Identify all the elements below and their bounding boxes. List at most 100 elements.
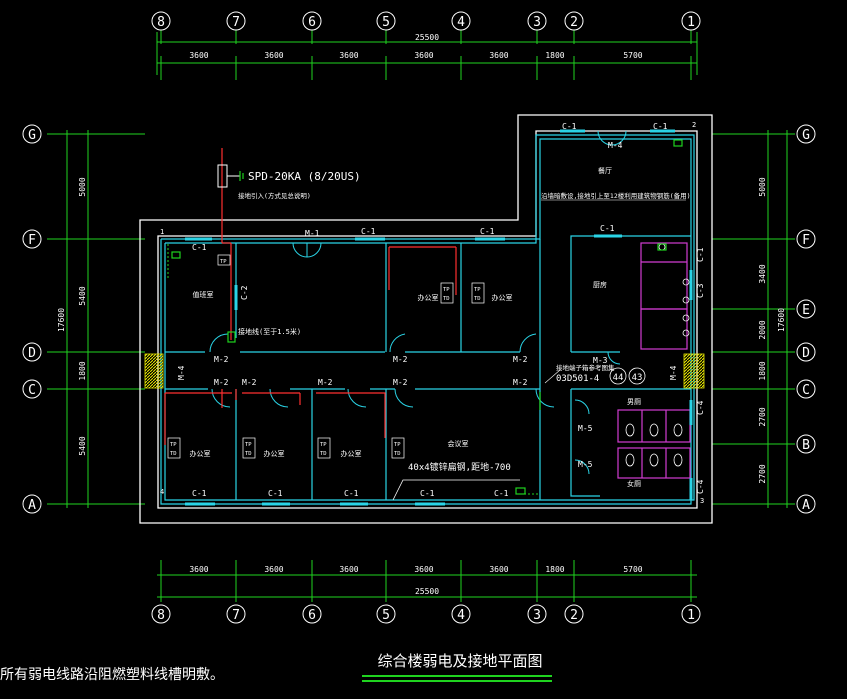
- bottom-total-dim: 25500: [415, 587, 439, 596]
- outlet-td-office5: TD: [320, 451, 327, 457]
- right-spacing-4: 1800: [758, 361, 767, 380]
- axis-6-bottom: 6: [308, 608, 316, 623]
- outlet-td-office4: TD: [245, 451, 252, 457]
- dashed-ground-line: [167, 244, 540, 495]
- wiring-note: 所有弱电线路沿阻燃塑料线槽明敷。: [0, 667, 224, 683]
- outlet-tp-duty: TP: [220, 259, 227, 265]
- spd-label: SPD-20KA (8/20US): [248, 170, 361, 183]
- tag-m3: M-3: [593, 356, 608, 365]
- right-spacing-5: 2700: [758, 407, 767, 426]
- spec-ref-label: 接地端子箱参考图集: [556, 363, 615, 372]
- bottom-spacing-3: 3600: [339, 565, 358, 574]
- top-spacing-2: 3600: [264, 51, 283, 60]
- tag-c1-g: C-1: [192, 489, 207, 498]
- top-spacing-6: 1800: [545, 51, 564, 60]
- bottom-spacing-4: 3600: [414, 565, 433, 574]
- top-axis-extension: [160, 30, 692, 44]
- axis-4-bottom: 4: [457, 608, 465, 623]
- entrance-hatch-east: [683, 353, 705, 389]
- axis-6-top: 6: [308, 15, 316, 30]
- bottom-axis-bubbles: [151, 604, 701, 624]
- tag-m2-b: M-2: [393, 355, 408, 364]
- tag-c1-c: C-1: [480, 227, 495, 236]
- right-spacing-3: 2000: [758, 320, 767, 339]
- outlet-tp-meeting: TP: [394, 442, 401, 448]
- left-spacing-1: 5000: [78, 177, 87, 196]
- tag-c1-f: C-1: [600, 224, 615, 233]
- tag-c1-i: C-1: [344, 489, 359, 498]
- axis-3-bottom: 3: [533, 608, 541, 623]
- spec-ref-leader: [544, 369, 561, 384]
- interior-walls: [160, 134, 695, 505]
- tag-m2-h: M-2: [513, 378, 528, 387]
- tag-m5-a: M-5: [578, 424, 593, 433]
- axis-A-right: A: [802, 498, 810, 513]
- ground-strip-label: 40x4镀锌扁钢,距地-700: [408, 461, 511, 473]
- spec-page-2: 43: [632, 373, 643, 383]
- spec-ref-code: 03D501-4: [556, 374, 599, 384]
- outlet-tp-office1: TP: [443, 287, 450, 293]
- axis-B-right: B: [802, 438, 810, 453]
- room-office-3: 办公室: [190, 449, 211, 458]
- outlet-td-office1: TD: [443, 296, 450, 302]
- tag-m5-b: M-5: [578, 460, 593, 469]
- outlet-td-meeting: TD: [394, 451, 401, 457]
- top-dimensions: [156, 32, 698, 80]
- room-wc-m: 男厕: [627, 398, 641, 406]
- top-spacing-1: 3600: [189, 51, 208, 60]
- corner-mark-4: 4: [160, 488, 164, 496]
- tag-c2: C-2: [240, 285, 249, 300]
- outlet-tp-office4: TP: [245, 442, 252, 448]
- tag-c1-h: C-1: [268, 489, 283, 498]
- corner-mark-3: 3: [700, 497, 704, 505]
- tag-c1-d: C-1: [562, 122, 577, 131]
- bottom-spacing-1: 3600: [189, 565, 208, 574]
- top-spacing-7: 5700: [623, 51, 642, 60]
- axis-C-right: C: [802, 383, 810, 398]
- top-spacing-5: 3600: [489, 51, 508, 60]
- tag-c4-b: C-4: [696, 479, 705, 494]
- room-office-4: 办公室: [264, 449, 285, 458]
- room-cafe: 餐厅: [598, 166, 612, 175]
- tag-m2-a: M-2: [214, 355, 229, 364]
- outlet-boxes: [167, 254, 485, 459]
- spec-page-1: 44: [613, 373, 624, 383]
- tag-m4-top: M-4: [608, 141, 623, 150]
- room-duty: 值班室: [193, 290, 214, 299]
- tag-m2-g: M-2: [393, 378, 408, 387]
- right-spacing-2: 3400: [758, 264, 767, 283]
- tag-c3: C-3: [696, 283, 705, 298]
- axis-G-left: G: [28, 128, 36, 143]
- spd-ground-symbol: [239, 171, 244, 181]
- right-dimensions: [712, 130, 795, 508]
- outlet-td-office3: TD: [170, 451, 177, 457]
- left-dimensions: [47, 130, 145, 508]
- axis-5-bottom: 5: [382, 608, 390, 623]
- axis-F-right: F: [802, 233, 810, 248]
- axis-8-bottom: 8: [157, 608, 165, 623]
- tag-m2-f: M-2: [318, 378, 333, 387]
- tag-m2-d: M-2: [214, 378, 229, 387]
- left-total-dim: 17600: [57, 308, 66, 332]
- axis-D-left: D: [28, 346, 36, 361]
- spd-device: [217, 164, 240, 188]
- outlet-td-office2: TD: [474, 296, 481, 302]
- tag-c4-a: C-4: [696, 400, 705, 415]
- axis-3-top: 3: [533, 15, 541, 30]
- room-meeting: 会议室: [448, 439, 469, 448]
- room-office-2: 办公室: [492, 293, 513, 302]
- axis-2-top: 2: [570, 15, 578, 30]
- axis-5-top: 5: [382, 15, 390, 30]
- toilet-fixtures: [625, 243, 690, 467]
- outlet-tp-office2: TP: [474, 287, 481, 293]
- right-axis-bubbles: [796, 124, 816, 514]
- axis-D-right: D: [802, 346, 810, 361]
- tag-m2-e: M-2: [242, 378, 257, 387]
- ground-strip-line: [392, 479, 520, 501]
- tag-m4-right: M-4: [669, 365, 678, 380]
- axis-7-bottom: 7: [232, 608, 240, 623]
- corner-mark-2: 2: [692, 121, 696, 129]
- bottom-spacing-7: 5700: [623, 565, 642, 574]
- left-spacing-4: 5400: [78, 436, 87, 455]
